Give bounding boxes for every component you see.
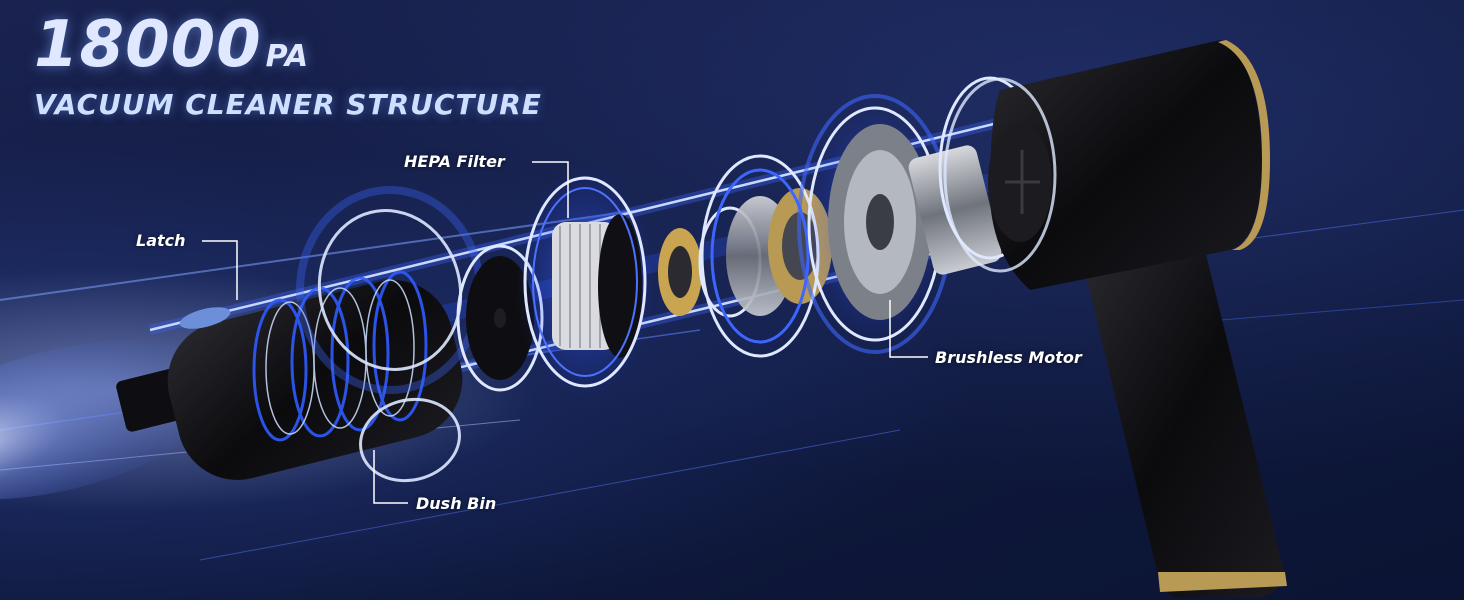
hepa-filter-part — [515, 166, 655, 398]
suction-power-value: 18000 — [34, 8, 262, 82]
handle-body — [943, 40, 1287, 599]
brushless-motor-part — [797, 76, 1042, 354]
callout-dust-bin: Dush Bin — [416, 494, 497, 513]
callout-lines — [202, 161, 928, 504]
structure-subtitle: VACUUM CLEANER STRUCTURE — [34, 88, 542, 121]
suction-power-unit: PA — [265, 39, 309, 74]
callout-hepa-filter: HEPA Filter — [404, 152, 505, 171]
callout-brushless-motor: Brushless Motor — [935, 348, 1082, 367]
callout-latch: Latch — [136, 231, 186, 250]
